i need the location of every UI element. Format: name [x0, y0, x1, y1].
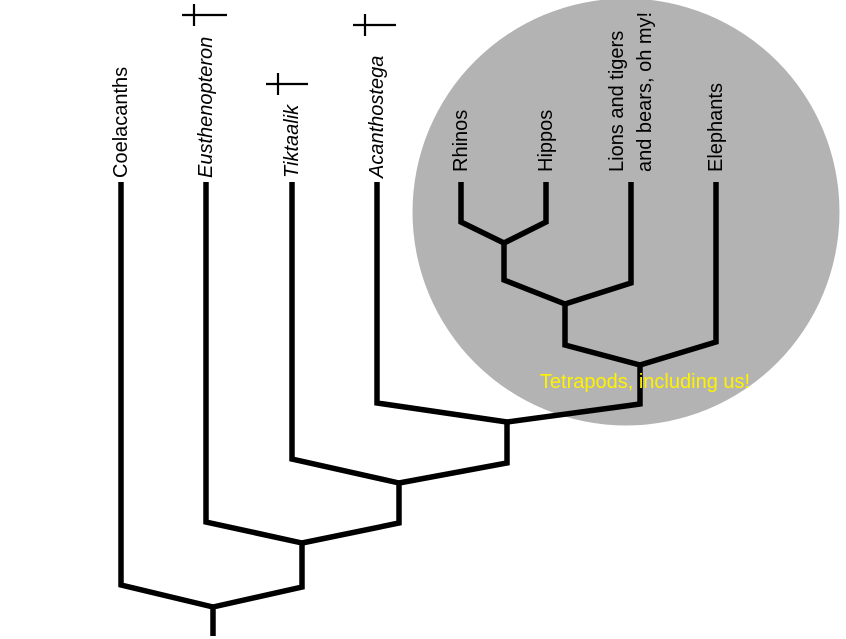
branch-tiktaalik — [289, 182, 400, 486]
taxon-label-eusthenopteron: Eusthenopteron — [195, 37, 217, 178]
branch-lions-tigers-bears — [564, 182, 634, 307]
branch-acanthostega — [374, 182, 508, 425]
branch-carnivore-node — [562, 304, 641, 368]
branch-rhino-hippo-node — [501, 243, 567, 307]
tetrapod-highlight-circle — [412, 0, 840, 426]
extinct-dagger-icon-acanthostega — [353, 14, 396, 36]
taxon-label-tiktaalik: Tiktaalik — [281, 104, 303, 178]
branch-hippos — [502, 182, 549, 246]
taxon-label-lions-tigers-line2: and bears, oh my! — [634, 12, 656, 172]
branch-elephants — [639, 182, 719, 368]
taxon-label-coelacanths: Coelacanths — [110, 67, 132, 178]
tetrapod-annotation: Tetrapods, including us! — [540, 371, 750, 393]
branch-eusthenopteron-node — [212, 543, 305, 610]
branch-coelacanths — [118, 182, 214, 610]
branch-tetrapod-node — [506, 365, 643, 425]
branch-tiktaalik-node — [301, 483, 402, 546]
taxon-label-lions-tigers-line1: Lions and tigers — [606, 31, 628, 172]
branch-acanthostega-node — [398, 422, 510, 486]
branch-eusthenopteron — [203, 182, 303, 546]
extinct-dagger-icon-tiktaalik — [266, 73, 308, 95]
branch-rhinos — [458, 182, 506, 246]
taxon-label-elephants: Elephants — [705, 83, 727, 172]
extinct-dagger-icon-eusthenopteron — [182, 4, 227, 26]
taxon-label-acanthostega: Acanthostega — [366, 56, 388, 179]
taxon-label-hippos: Hippos — [535, 110, 557, 172]
taxon-label-rhinos: Rhinos — [450, 110, 472, 172]
